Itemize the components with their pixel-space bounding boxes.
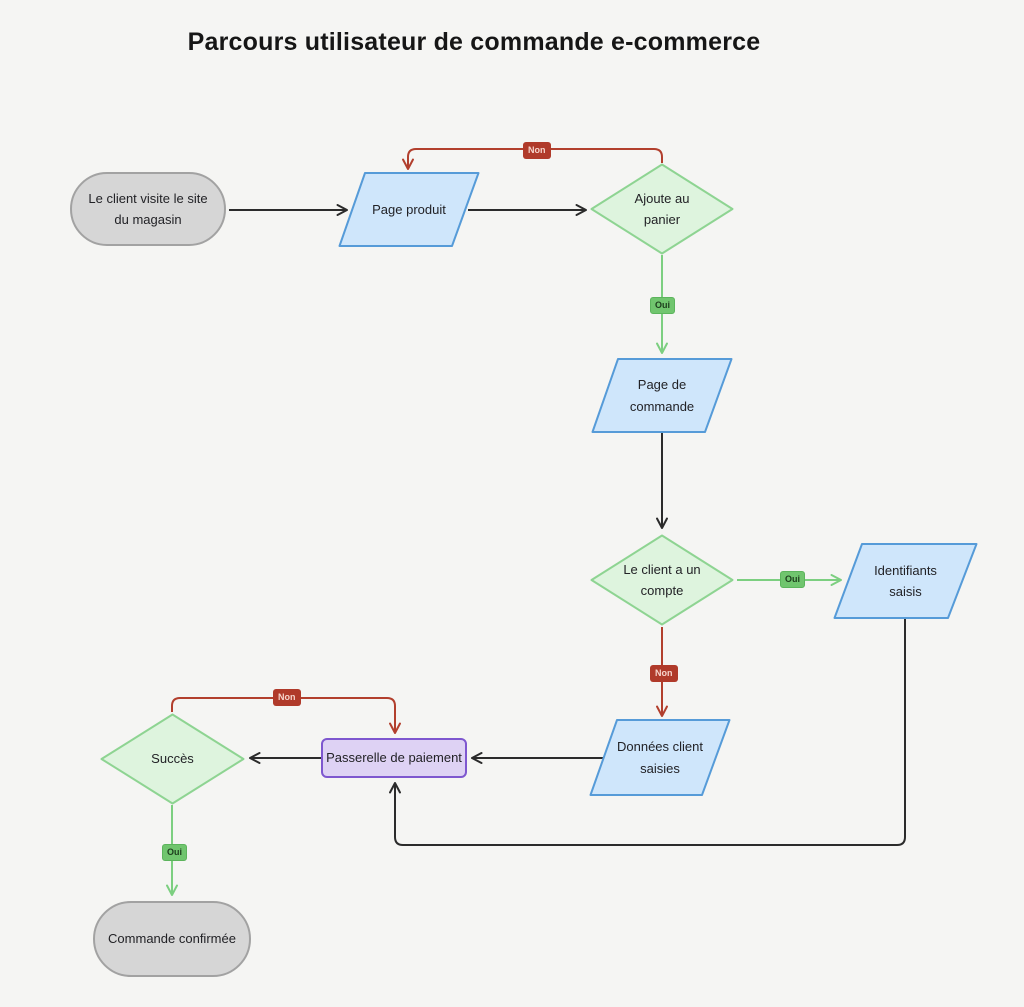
node-ajoute-panier: Ajoute au panier: [590, 163, 734, 255]
edge-label-non: Non: [523, 142, 551, 159]
node-label: Commande confirmée: [108, 931, 236, 947]
diagram-title: Parcours utilisateur de commande e-comme…: [187, 28, 761, 56]
node-identifiants: Identifiants saisis: [833, 543, 978, 619]
stadium-shape: [70, 172, 226, 246]
node-passerelle: Passerelle de paiement: [321, 738, 467, 778]
process-rect-shape: [321, 738, 467, 778]
edge-label-oui: Oui: [650, 297, 675, 314]
parallelogram-shape: [591, 358, 733, 433]
edge-label-oui: Oui: [780, 571, 805, 588]
node-label: Passerelle de paiement: [326, 750, 462, 766]
edge-identifiants-to-passerelle: [389, 619, 906, 846]
node-label: Données client saisies: [617, 739, 703, 776]
node-label: Page produit: [372, 201, 446, 217]
node-succes: Succès: [100, 713, 245, 805]
edge-label-oui: Oui: [162, 844, 187, 861]
diamond-shape: [590, 163, 734, 255]
node-label: Le client a un compte: [623, 561, 701, 598]
node-start: Le client visite le site du magasin: [70, 172, 226, 246]
node-label: Succès: [151, 751, 194, 767]
node-label: Page de commande: [629, 377, 695, 414]
diamond-shape: [590, 534, 734, 626]
edge-label-non: Non: [650, 665, 678, 682]
node-client-compte: Le client a un compte: [590, 534, 734, 626]
node-label: Le client visite le site du magasin: [88, 190, 208, 227]
stadium-shape: [93, 901, 251, 977]
node-page-produit: Page produit: [338, 172, 480, 247]
edge-label-non: Non: [273, 689, 301, 706]
node-label: Ajoute au panier: [634, 190, 690, 227]
node-confirmee: Commande confirmée: [93, 901, 251, 977]
node-donnees-client: Données client saisies: [589, 719, 731, 796]
parallelogram-shape: [338, 172, 480, 247]
parallelogram-shape: [589, 719, 731, 796]
diamond-shape: [100, 713, 245, 805]
parallelogram-shape: [833, 543, 978, 619]
node-label: Identifiants saisis: [874, 562, 937, 599]
node-page-commande: Page de commande: [591, 358, 733, 433]
